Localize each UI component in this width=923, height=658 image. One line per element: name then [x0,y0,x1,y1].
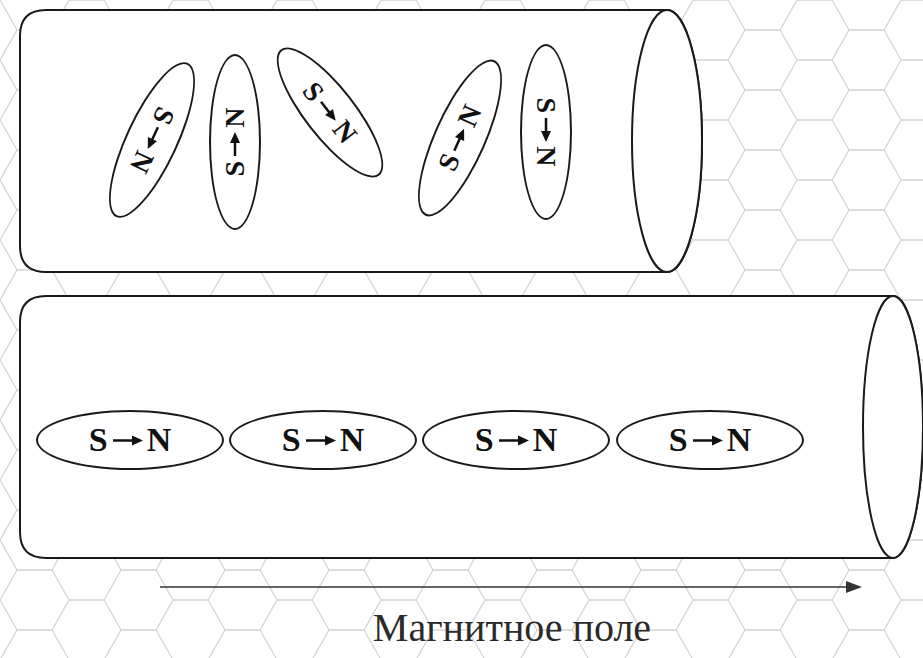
pole-letter: N [147,423,172,457]
field-label: Магнитное поле [373,604,651,651]
arrow-symbol [141,124,164,153]
arrow-symbol [539,117,553,142]
bottom-cylinder [20,296,923,558]
arrow-symbol [692,432,723,449]
pole-letter: N [727,423,752,457]
pole-letter: N [532,146,560,166]
magnetic-domain: SN [422,410,610,470]
pole-letter: S [298,76,330,106]
pole-letter: S [89,423,108,457]
magnetic-domain: SN [616,410,804,470]
pole-letter: S [221,161,249,177]
pole-letter: N [221,108,249,128]
pole-letter: S [532,98,560,114]
pole-letter: S [282,423,301,457]
arrow-symbol [448,126,471,155]
arrow-symbol [112,432,143,449]
magnetic-domain: SN [209,54,261,230]
pole-letter: S [433,150,465,176]
magnetic-domain: SN [229,410,417,470]
arrow-symbol [305,432,336,449]
pole-letter: N [125,147,159,177]
top-cylinder [20,10,702,272]
pole-letter: N [453,101,487,131]
arrow-symbol [498,432,529,449]
pole-letter: N [340,423,365,457]
magnetic-domain: SN [36,410,224,470]
pole-letter: S [475,423,494,457]
magnetic-domain: SN [520,44,572,220]
pole-letter: N [328,115,363,148]
pole-letter: S [147,103,179,129]
arrow-symbol [315,96,341,124]
arrow-symbol [228,132,242,157]
pole-letter: N [533,423,558,457]
pole-letter: S [669,423,688,457]
field-arrow [160,581,862,593]
